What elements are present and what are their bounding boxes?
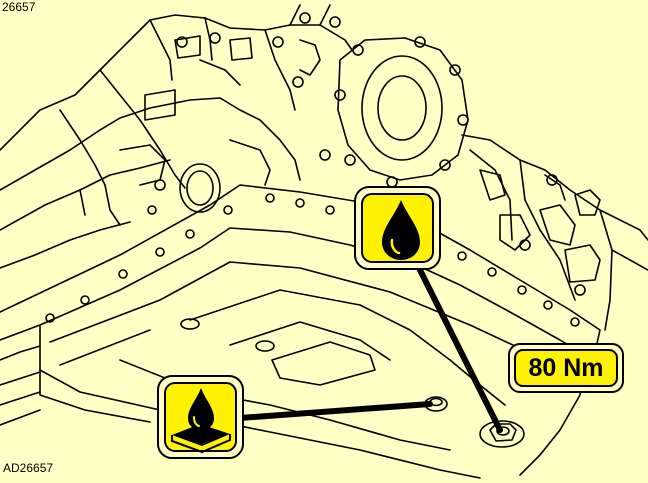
pan-rib-plate — [271, 341, 376, 386]
torque-value: 80 Nm — [514, 349, 618, 387]
figure-id-top: 26657 — [2, 0, 36, 14]
oil-drop-icon — [354, 186, 441, 270]
torque-callout: 80 Nm — [508, 343, 624, 393]
oil-fill-tray-icon — [157, 375, 244, 459]
figure-id-bottom: AD26657 — [3, 461, 54, 475]
front-cover — [337, 37, 469, 181]
housing-outline — [0, 14, 353, 151]
drain-plug — [479, 420, 525, 448]
fill-plug-leader — [237, 401, 433, 421]
valve-body — [461, 134, 613, 331]
drain-plug-leader — [413, 259, 503, 433]
shaft-seal — [179, 163, 221, 213]
